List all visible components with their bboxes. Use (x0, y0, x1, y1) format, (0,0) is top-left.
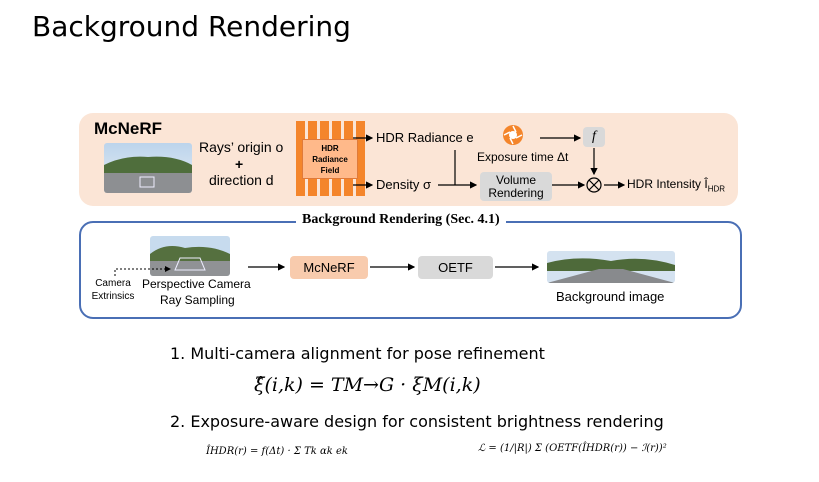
ray-origin-text: Rays’ origin o (199, 139, 284, 155)
perspective-camera-image (150, 236, 230, 276)
list-item-1: 1. Multi-camera alignment for pose refin… (170, 344, 545, 363)
hdr-radiance-field: HDR Radiance Field (296, 121, 365, 196)
f-box: f (583, 127, 605, 147)
camera-extrinsics-text: Camera Extrinsics (91, 278, 135, 302)
hdr-field-label: HDR Radiance Field (302, 139, 358, 179)
background-image-thumbnail (547, 251, 675, 283)
plus-sign: + (235, 156, 244, 172)
section-label: Background Rendering (Sec. 4.1) (296, 212, 506, 228)
density-text: Density σ (376, 177, 431, 192)
slide-title: Background Rendering (32, 10, 351, 43)
equation-hdr-intensity: ÎHDR(r) = f(Δt) · Σ Tk αk ek (206, 446, 348, 457)
equation-loss: ℒ = (1/|R|) Σ (OETF(ÎHDR(r)) − ℐ(r))² (478, 443, 667, 454)
perspective-camera-text: Perspective Camera (142, 277, 251, 291)
ray-direction-text: direction d (209, 172, 274, 188)
equation-pose-refinement: ξ̂(i,k) = TM→G · ξM(i,k) (254, 374, 481, 396)
background-image-text: Background image (556, 289, 665, 304)
hdr-radiance-text: HDR Radiance e (376, 130, 474, 145)
camera-aperture-icon (503, 125, 523, 150)
mcnerf-label: McNeRF (94, 119, 163, 138)
panorama-thumbnail (104, 143, 192, 193)
list-item-2: 2. Exposure-aware design for consistent … (170, 412, 664, 431)
volume-rendering-box: Volume Rendering (480, 172, 552, 201)
hdr-intensity-text: HDR Intensity ÎHDR (627, 177, 726, 194)
oetf-box: OETF (418, 256, 493, 279)
exposure-time-text: Exposure time Δt (477, 150, 569, 164)
mcnerf-box: McNeRF (290, 256, 368, 279)
ray-sampling-text: Ray Sampling (160, 293, 235, 307)
